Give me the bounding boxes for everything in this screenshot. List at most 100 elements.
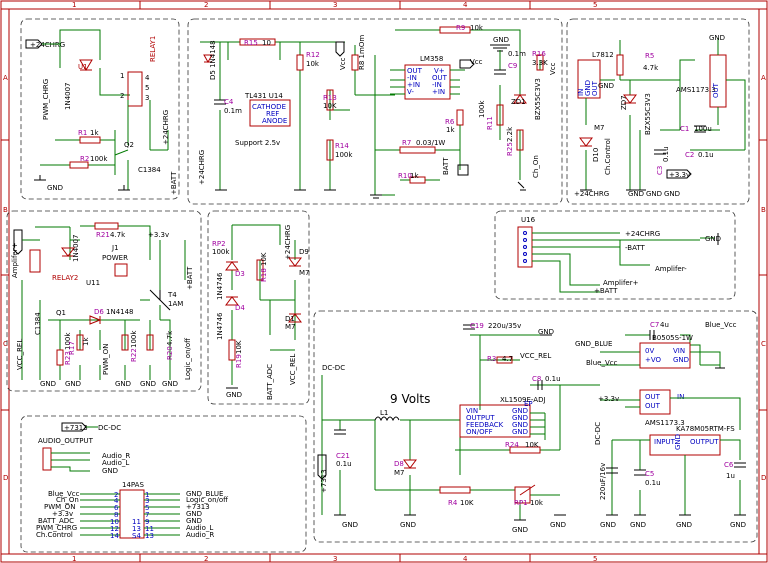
ka-pin-output: OUTPUT	[690, 438, 719, 446]
l7812-pin-out: OUT	[591, 80, 599, 96]
c19-symbol	[463, 324, 475, 330]
reg7812-gnd-top: GND	[709, 34, 725, 42]
r16-label: R16	[532, 50, 546, 58]
u16-net-batt-minus: -BATT	[625, 244, 645, 252]
c7-value: 4u	[660, 321, 669, 329]
reg7812-v33: +3.3v	[669, 171, 690, 179]
r7-value: 0.03/1W	[416, 139, 445, 147]
support-label: Support 2.5v	[235, 139, 280, 147]
u14-anode: ANODE	[262, 117, 287, 125]
ams-label-bottom: AMS1173.3	[645, 419, 685, 427]
l1-symbol	[374, 416, 400, 422]
relay1-pin5: 5	[145, 84, 149, 92]
support-gnd-top: GND	[493, 36, 509, 44]
port-vcc-2	[459, 59, 475, 69]
r9-value: 10k	[470, 24, 484, 32]
lm358-pin-inm2: -IN	[432, 81, 442, 89]
q2-label: Q2	[124, 141, 134, 149]
c4-value: 0.1m	[224, 107, 242, 115]
frame-col-4: 4	[463, 1, 468, 9]
dcdc-7313: +7313	[320, 469, 328, 493]
conn-left-net-3: PWM_ON	[44, 503, 75, 511]
c8-value: 0.1u	[545, 375, 561, 383]
r21-value: 4.7k	[110, 231, 126, 239]
lm358-pin-out: OUT	[407, 67, 423, 75]
r7-label: R7	[402, 139, 411, 147]
frame-col-3b: 3	[333, 555, 337, 563]
conn-right-net-4: GND	[186, 510, 202, 518]
conn-pin-r3: 5	[145, 504, 149, 512]
c8-label: C8	[532, 375, 541, 383]
c1-value: 100u	[694, 125, 712, 133]
ka-pin-gnd: GND	[674, 434, 682, 450]
xl-pin-gnd-1: GND	[512, 407, 528, 415]
conn-right-net-5: GND	[186, 517, 202, 525]
ams-pin-out-1: OUT	[645, 393, 661, 401]
relay1-label: RELAY1	[149, 36, 157, 62]
support-circuit: R15 10 D5 1N4148 C4 0.1m TL431 U14 CATHO…	[198, 24, 557, 199]
l7812-gnd-label: GND	[598, 82, 614, 90]
r24-value: 10K	[525, 441, 539, 449]
relay2-c1384: C1384	[34, 312, 42, 335]
u1-label: U1	[78, 63, 88, 71]
r25-label: R25	[506, 142, 514, 156]
frame-row-d: D	[3, 474, 8, 482]
d8-label: D8	[394, 460, 404, 468]
d9-label: D9	[299, 248, 309, 256]
q1-label: Q1	[56, 309, 66, 317]
r5-label: R5	[645, 52, 654, 60]
relay1-pin2: 2	[120, 92, 124, 100]
u16-net-amp-minus: Amplifer-	[655, 265, 687, 273]
d5-label: D5 1N4148	[209, 40, 217, 80]
d3-label: D3	[235, 270, 245, 278]
frame-col-1b: 1	[72, 555, 76, 563]
batt-adc-section	[207, 210, 310, 405]
c21-value: 0.1u	[336, 460, 352, 468]
conn-left-net-6: PWM_CHRG	[36, 524, 77, 532]
conn-left-net-4: +3.3v	[52, 510, 73, 518]
ams-pin-out-2: OUT	[645, 402, 661, 410]
net-batt: BATT	[442, 157, 450, 175]
d1-label: D1	[285, 315, 295, 323]
r17-value: 1k	[82, 337, 90, 346]
r3-value: 4.7	[502, 355, 513, 363]
dcdc-title: DC-DC	[322, 364, 345, 372]
xl-pin-vin: VIN	[466, 407, 478, 415]
relay1-pin4: 4	[145, 74, 150, 82]
relay1-coil	[127, 71, 143, 107]
dcdc-gnd-5: GND	[600, 521, 616, 529]
lm358-pin-inm: -IN	[407, 74, 417, 82]
lm358-pin-vp: V+	[434, 67, 445, 75]
r14-label: R14	[335, 142, 349, 150]
c3-value: 0.1u	[662, 146, 670, 162]
audio-dcdc: DC-DC	[98, 424, 121, 432]
d5-symbol	[203, 54, 213, 64]
r25-value: 2.2k	[506, 126, 514, 142]
d4-part: 1N4746	[216, 312, 224, 340]
conn-right-net-7: Audio_R	[186, 531, 214, 539]
relay1-gnd-label: GND	[47, 184, 63, 192]
zd7-part: BZX55C3V3	[644, 93, 652, 135]
c21-symbol	[334, 429, 346, 435]
dcdc-gnd-2: GND	[400, 521, 416, 529]
relay2-gnd-5: GND	[162, 380, 178, 388]
c1-symbol	[694, 125, 706, 133]
r13-value: 10K	[323, 102, 337, 110]
r6-value: 1k	[446, 126, 455, 134]
c9-value: 0.1m	[508, 50, 526, 58]
support-section	[187, 18, 563, 205]
d3-part: 1N4746	[216, 272, 224, 300]
d8-part: M7	[394, 469, 405, 477]
frame-row-d-r: D	[761, 474, 766, 482]
conn-pin-l5: 10	[110, 518, 119, 526]
c2-value: 0.1u	[698, 151, 714, 159]
lm358-body	[404, 64, 451, 100]
xl-pin-output: OUTPUT	[466, 414, 495, 422]
r1-value: 1k	[90, 129, 99, 137]
xl-pin-gnd-2: GND	[512, 414, 528, 422]
l7812-pin-in: IN	[577, 89, 585, 96]
relay1-circuit: +24CHRG U1 1N4007 RELAY1 1 2 3 4 5 PWM_C…	[25, 29, 178, 195]
audio-net-r: Audio_R	[102, 452, 130, 460]
u14-body	[249, 99, 291, 127]
